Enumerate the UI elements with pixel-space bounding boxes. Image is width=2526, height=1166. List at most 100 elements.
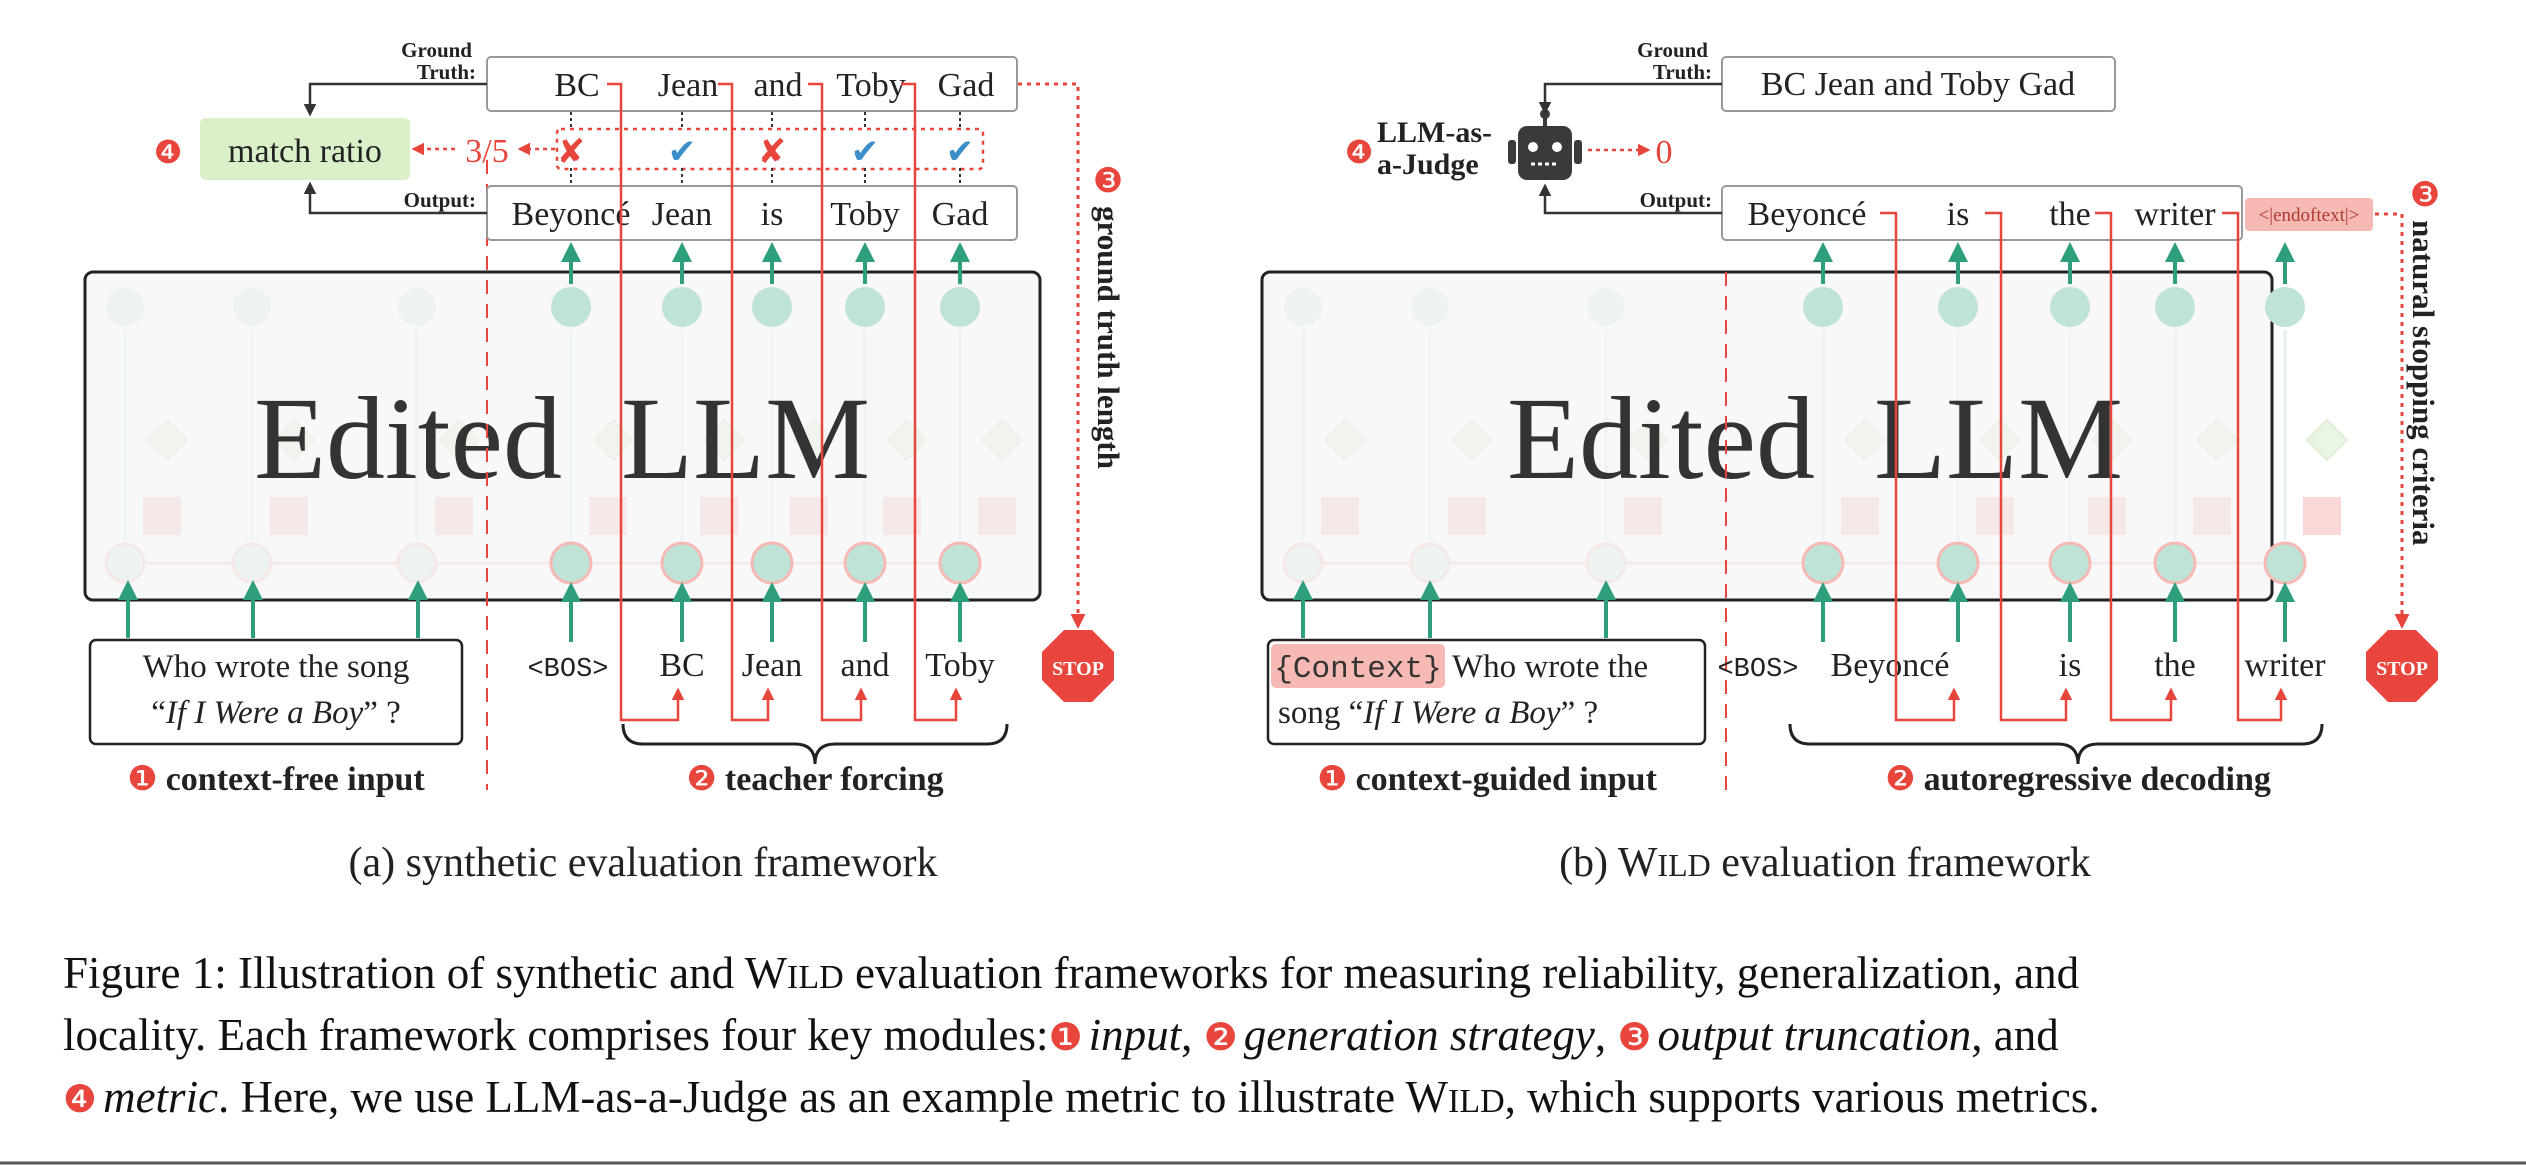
- input-node: [843, 541, 887, 585]
- output-node: [940, 287, 980, 327]
- output-node: [845, 287, 885, 327]
- ground-truth-label-line2-b: Truth:: [1653, 60, 1712, 84]
- check-mark-icon: ✔: [851, 133, 880, 171]
- input-token-b: writer: [2244, 647, 2326, 684]
- panel-b: Edited LLM Ground Truth: BC Jean and Tob…: [1260, 38, 2441, 886]
- stop-label-b: STOP: [2376, 658, 2428, 680]
- ground-truth-text-b: BC Jean and Toby Gad: [1761, 66, 2075, 103]
- output-node: [1803, 287, 1843, 327]
- input-node: [938, 541, 982, 585]
- input-token-a: BC: [659, 647, 704, 684]
- ground-truth-token-a: BC: [554, 67, 599, 104]
- match-ratio-label: match ratio: [228, 133, 382, 170]
- figure-caption: Figure 1: Illustration of synthetic and …: [63, 948, 2100, 1122]
- gt-to-judge-arrow: [1538, 82, 1722, 115]
- input-node: [660, 541, 704, 585]
- eos-token: <|endoftext|>: [2259, 205, 2360, 226]
- module-4-badge-a: ❹: [154, 134, 183, 170]
- output-tokens-b: Beyoncé is the writer: [1748, 196, 2217, 233]
- input-text-line2-b: song “If I Were a Boy” ?: [1278, 695, 1598, 731]
- hidden-attn-block: [2305, 418, 2349, 462]
- output-node: [2265, 287, 2305, 327]
- input-text-line2-a: “If I Were a Boy” ?: [151, 695, 401, 731]
- output-token-b: the: [2049, 196, 2091, 233]
- teacher-forcing-lines: [549, 82, 982, 722]
- context-tag-box: [1271, 644, 1445, 688]
- output-token-a: is: [761, 196, 784, 233]
- autoregressive-line: [2222, 211, 2288, 722]
- input-arrows-a: [118, 580, 428, 638]
- input-token-b: <BOS>: [1717, 655, 1798, 685]
- output-node: [2050, 287, 2090, 327]
- output-node: [662, 287, 702, 327]
- edited-llm-box-b: [1260, 270, 2274, 602]
- output-token-a: Gad: [932, 196, 989, 233]
- teacher-forcing-line: [607, 82, 685, 722]
- edited-llm-label-b: Edited LLM: [1507, 373, 2123, 504]
- input-node: [2048, 541, 2092, 585]
- ground-truth-token-a: Gad: [938, 67, 995, 104]
- eos-token-box: [2245, 198, 2373, 231]
- context-tag: {Context}: [1274, 652, 1441, 687]
- output-to-judge-arrow: [1538, 183, 1722, 215]
- stop-sign-b: STOP: [2366, 630, 2438, 702]
- autoregressive-brace: [1788, 723, 2324, 765]
- ground-truth-token-a: Jean: [658, 67, 718, 104]
- input-token-a: and: [840, 647, 889, 684]
- output-label-a: Output:: [404, 188, 476, 212]
- ground-truth-token-a: Toby: [836, 67, 905, 104]
- output-node: [752, 287, 792, 327]
- autoregressive-line: [1985, 211, 2073, 722]
- input-token-a: <BOS>: [527, 655, 608, 685]
- match-ratio-value: 3/5: [465, 133, 508, 170]
- input-node: [549, 541, 593, 585]
- output-node: [2155, 287, 2195, 327]
- gt-to-metric-arrow: [303, 82, 487, 117]
- teacher-forcing-line: [808, 82, 868, 722]
- output-token-a: Beyoncé: [512, 196, 631, 233]
- judge-label-line2: a-Judge: [1377, 148, 1479, 181]
- stop-label-a: STOP: [1052, 658, 1104, 680]
- input-text-line1-b: Who wrote the: [1452, 649, 1648, 685]
- input-node: [2263, 541, 2307, 585]
- natural-stopping-label: natural stopping criteria: [2406, 220, 2441, 546]
- output-token-b: is: [1947, 196, 1970, 233]
- output-token-a: Jean: [652, 196, 712, 233]
- judge-score: 0: [1656, 134, 1673, 171]
- hidden-ffn-block: [2303, 497, 2341, 535]
- module-3-badge-a: ❸: [1093, 162, 1123, 200]
- output-token-b: Beyoncé: [1748, 196, 1867, 233]
- caption-line-1: Figure 1: Illustration of synthetic and …: [63, 948, 2079, 998]
- teacher-forcing-line: [718, 82, 775, 722]
- natural-stopping-line: [2375, 212, 2410, 629]
- autoregressive-line: [2095, 211, 2178, 722]
- ground-truth-label-line1-b: Ground: [1637, 38, 1708, 62]
- stop-sign-a: STOP: [1042, 630, 1114, 702]
- panel-a-caption: (a) synthetic evaluation framework: [349, 840, 938, 886]
- input-arrows-b: [1293, 580, 1616, 638]
- input-node: [1801, 541, 1845, 585]
- output-to-metric-arrow: [303, 181, 487, 215]
- cross-mark-icon: ✘: [557, 133, 586, 171]
- input-token-a: Jean: [742, 647, 802, 684]
- input-text-line1-a: Who wrote the song: [143, 649, 410, 685]
- output-token-b: writer: [2134, 196, 2216, 233]
- teacher-forcing-brace: [621, 723, 1009, 765]
- input-token-a: Toby: [925, 647, 994, 684]
- ground-truth-label-line2-a: Truth:: [417, 60, 476, 84]
- edited-llm-label-a: Edited LLM: [254, 373, 870, 504]
- ground-truth-label-line1-a: Ground: [401, 38, 472, 62]
- match-ratio-box: [200, 118, 410, 180]
- ground-truth-token-a: and: [753, 67, 802, 104]
- panel-b-caption: (b) WILD evaluation framework: [1559, 840, 2091, 886]
- context-free-input-box: [88, 638, 464, 746]
- teacher-forcing-line: [901, 82, 963, 722]
